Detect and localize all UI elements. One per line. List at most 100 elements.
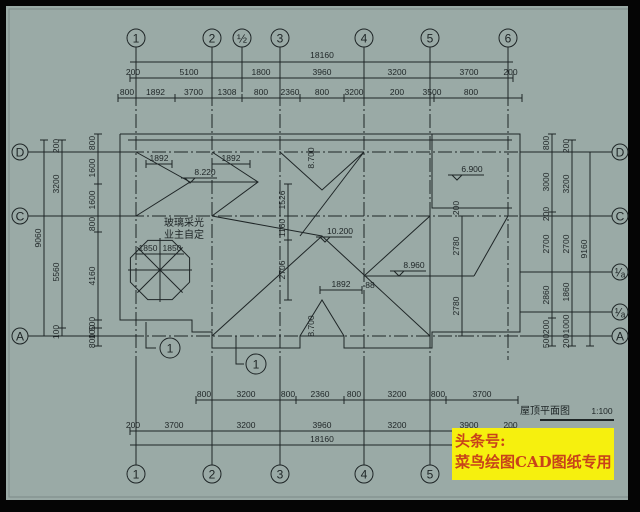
gazebo-rib [159, 269, 183, 293]
bottom-overall-text: 18160 [310, 434, 334, 444]
elevation-8-700-bottom: 8.700 [306, 315, 316, 337]
elevation-8-700-top: 8.700 [306, 147, 316, 169]
gazebo-octagon [129, 239, 191, 301]
annotation-owner-defined: 业主自定 [164, 228, 204, 241]
section-leader-2 [235, 336, 244, 365]
left-dim-col3-text: 800 [87, 136, 97, 150]
top-dim-row3-text: 3700 [184, 87, 203, 97]
axis-bubble-right-1-label: C [616, 210, 625, 224]
bottom-dim-row1-text: 3200 [388, 389, 407, 399]
inner-dim-1892-b-text: 1892 [222, 153, 241, 163]
drawing-title: 屋顶平面图 [520, 405, 570, 417]
top-dim-row3-text: 800 [315, 87, 329, 97]
section-mark-1 [159, 337, 181, 359]
right-dim-overall-text: 9160 [579, 239, 589, 258]
top-dim-row2-text: 200 [503, 67, 517, 77]
hip-top [279, 151, 365, 191]
top-overall-text: 18160 [310, 50, 334, 60]
bottom-dim-row1-text: 3700 [473, 389, 492, 399]
elevation-8-220-symbol [181, 177, 197, 184]
axis-bubble-right-2-label: ¹⁄ₐ [615, 266, 626, 280]
top-dim-row3-text: 3200 [345, 87, 364, 97]
left-dim-col3-text: 500 [87, 317, 97, 331]
gazebo-rib [159, 247, 183, 271]
bottom-dim-row1-text: 800 [281, 389, 295, 399]
right-dim-col1-text: 3000 [541, 172, 551, 191]
section-mark-1-label: 1 [167, 342, 174, 356]
right-dim-col1-text: 800 [541, 136, 551, 150]
axis-bubble-top-4-label: 4 [361, 32, 368, 46]
left-dim-col2-text: 100 [51, 325, 61, 339]
bottom-dim-row1-text: 3200 [237, 389, 256, 399]
left-dim-col3-text: 800 [87, 217, 97, 231]
right-dim-col1-text: 500 [541, 334, 551, 348]
bottom-dim-row2-text: 3200 [388, 420, 407, 430]
axis-bubble-top-5-label: 5 [427, 32, 434, 46]
bottom-dim-row2-text: 3960 [313, 420, 332, 430]
axis-bubble-bottom-2-label: 2 [209, 468, 216, 482]
right-bar [628, 0, 640, 512]
annotation-glass-skylight: 玻璃采光 [164, 216, 204, 229]
gazebo-dim-text: 1850 [139, 243, 158, 253]
left-dim-col2-text: 200 [51, 139, 61, 153]
axis-bubble-top-6-label: 6 [505, 32, 512, 46]
section-mark-2 [245, 353, 267, 375]
top-dim-row2-text: 3700 [460, 67, 479, 77]
top-dim-row3-text: 2360 [281, 87, 300, 97]
section-mark-2-label: 1 [253, 358, 260, 372]
axis-bubble-bottom-3-label: 3 [277, 468, 284, 482]
top-dim-row3-text: 3500 [423, 87, 442, 97]
top-dim-row3-text: 200 [390, 87, 404, 97]
hip-diag-1 [299, 151, 365, 237]
hip-diag-3 [211, 215, 323, 237]
axis-bubble-bottom-4-label: 4 [361, 468, 368, 482]
elevation-6-900-text: 6.900 [461, 164, 483, 174]
bottom-dim-row2-text: 3900 [460, 420, 479, 430]
right-dim-col1-text: 2700 [541, 234, 551, 253]
left-dim-col3-text: 1600 [87, 190, 97, 209]
top-dim-row2-text: 200 [126, 67, 140, 77]
right-dim-col1-text: 200 [541, 207, 551, 221]
left-dim-col2-text: 5560 [51, 262, 61, 281]
hip-bottom-gable [299, 299, 345, 337]
watermark-line1: 头条号: [455, 432, 506, 450]
right-dim-col2-text: 1000 [561, 314, 571, 333]
inner-dim-right-text: 2780 [451, 236, 461, 255]
top-dim-row3-text: 800 [120, 87, 134, 97]
watermark-banner: 头条号: 菜鸟绘图CAD图纸专用 [452, 428, 614, 480]
axis-bubble-left-D-label: D [16, 146, 25, 160]
axis-bubble-right-3-label: ¹⁄ₐ [615, 306, 626, 320]
hip-right [363, 214, 431, 336]
inner-dim-200: 200 [451, 201, 461, 215]
elevation-8-220-text: 8.220 [194, 167, 216, 177]
bottom-dim-row2-text: 3200 [237, 420, 256, 430]
bottom-dim-row1-text: 2360 [311, 389, 330, 399]
left-dim-col3-text: 100 [87, 325, 97, 339]
section-leader-1 [145, 322, 156, 349]
axis-bubble-bottom-5-label: 5 [427, 468, 434, 482]
right-dim-col1-text: 200 [541, 320, 551, 334]
axis-bubble-right-0-label: D [616, 146, 625, 160]
inner-dim-ridge-text: 1160 [277, 219, 287, 238]
bottom-dim-row2-text: 200 [126, 420, 140, 430]
axis-bubble-top-3-label: 3 [277, 32, 284, 46]
bottom-dim-row1-text: 800 [197, 389, 211, 399]
top-dim-row3-text: 800 [254, 87, 268, 97]
left-dim-col3-text: 4160 [87, 266, 97, 285]
inner-dim-88: 88 [365, 280, 375, 290]
elevation-10-200-symbol [316, 236, 332, 243]
top-dim-row2-text: 1800 [252, 67, 271, 77]
right-dim-col2-text: 1860 [561, 282, 571, 301]
right-dim-col2-text: 2700 [561, 234, 571, 253]
inner-dim-1892-c-text: 1892 [332, 279, 351, 289]
inner-dim-1892-a-text: 1892 [150, 153, 169, 163]
top-dim-row3-text: 1308 [218, 87, 237, 97]
axis-bubble-top-2-label: 2 [209, 32, 216, 46]
inner-dim-ridge-text: 2706 [277, 260, 287, 279]
left-dim-overall-text: 9060 [33, 228, 43, 247]
gazebo-rib [137, 247, 161, 271]
right-dim-col2-text: 200 [561, 334, 571, 348]
axis-bubble-left-A-label: A [16, 330, 24, 344]
